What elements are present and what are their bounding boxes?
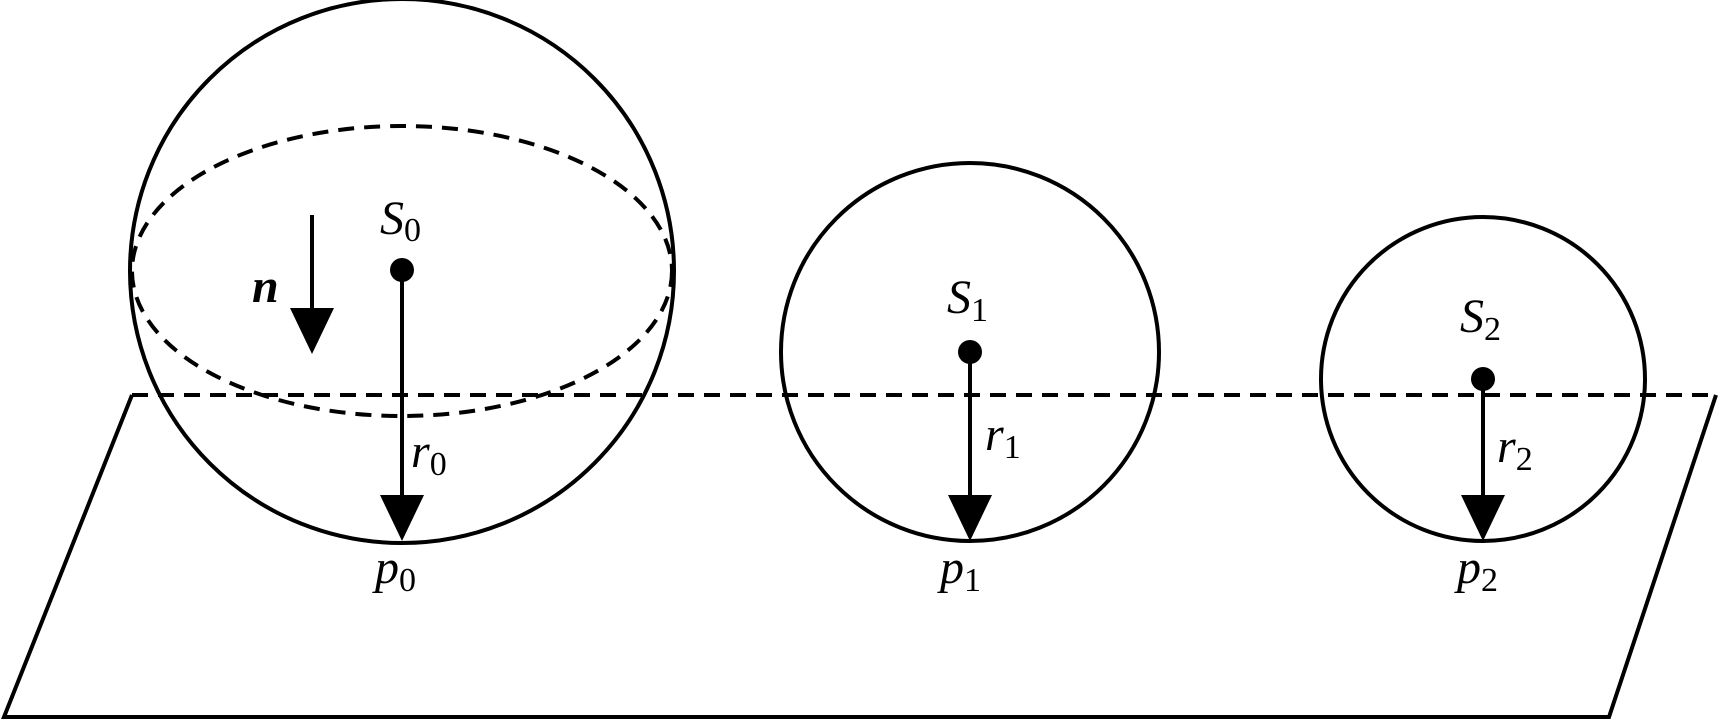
normal-vector	[290, 215, 334, 354]
sphere-1	[779, 161, 1161, 543]
point-label-p0: p0	[372, 541, 416, 599]
center-label-s0: S0	[380, 192, 421, 249]
sphere-2	[1319, 215, 1647, 543]
sphere-1-radius-arrowhead	[948, 495, 992, 541]
point-label-p2: p2	[1454, 541, 1498, 599]
plane-front-edges	[1, 394, 1718, 719]
radius-label-r2: r2	[1497, 420, 1533, 478]
center-label-s1: S1	[947, 271, 988, 329]
sphere-0	[128, 0, 676, 545]
radius-label-r0: r0	[411, 425, 447, 483]
normal-label: n	[252, 260, 279, 313]
sphere-0-radius-arrowhead	[380, 495, 424, 541]
center-label-s2: S2	[1460, 290, 1501, 348]
point-label-p1: p1	[937, 541, 981, 599]
normal-vector-arrowhead	[290, 308, 334, 354]
sphere-2-radius-arrowhead	[1461, 495, 1505, 541]
sphere-0-equator	[130, 124, 674, 418]
radius-label-r1: r1	[985, 408, 1021, 466]
